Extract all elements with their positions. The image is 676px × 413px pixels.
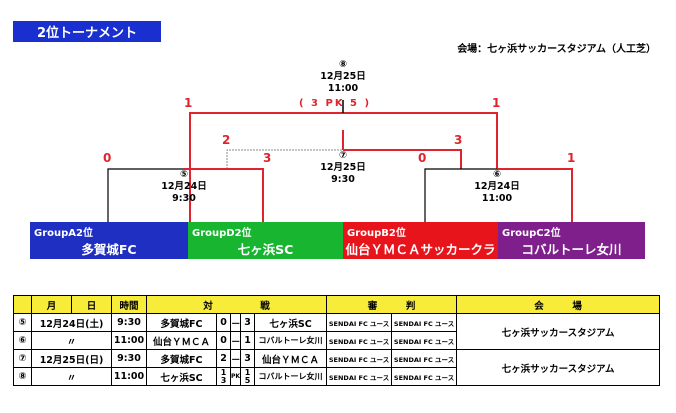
header-ref: 審 判 — [326, 295, 458, 314]
team-box-b2: GroupB2位 仙台ＹＭＣＡサッカークラブ — [343, 222, 498, 276]
semi-right-date: 12月24日 — [474, 181, 520, 192]
semi-mid-date: 12月25日 — [320, 162, 366, 173]
header-time: 時間 — [111, 295, 147, 314]
table-header-row: 月 日 時間 対 戦 審 判 会 場 — [13, 295, 661, 314]
schedule-table: 月 日 時間 対 戦 審 判 会 場 ⑤ 12月24日(土) 9:30 多賀城F… — [13, 295, 661, 386]
semi-left-score-winner: 3 — [263, 151, 272, 165]
final-date: 12月25日 — [320, 71, 366, 82]
team-box-d2: GroupD2位 七ヶ浜SC — [188, 222, 343, 259]
semi-left-node: ⑤ 12月24日 9:30 — [154, 169, 214, 205]
venue-cell: 七ヶ浜サッカースタジアム — [456, 349, 661, 386]
table-row: ⑤ 12月24日(土) 9:30 多賀城FC 0 － 3 七ヶ浜SC SENDA… — [13, 313, 661, 350]
page-title: 2位トーナメント — [13, 21, 161, 42]
semi-left-time: 9:30 — [172, 193, 196, 204]
final-left-line — [189, 112, 343, 222]
semi-right-score-loser: 0 — [418, 151, 427, 165]
semi-right-score-right: 1 — [567, 151, 576, 165]
semi-left-left-line — [107, 168, 184, 222]
header-venue: 会 場 — [456, 295, 661, 314]
team-name: コバルトーレ女川 — [521, 242, 622, 257]
semi-left-right-line — [184, 168, 264, 222]
semi-right-left-line — [424, 168, 497, 222]
semi-mid-number: ⑦ — [338, 150, 348, 161]
team-group-label: GroupD2位 — [192, 228, 252, 239]
semi-mid-score-left: 2 — [222, 133, 231, 147]
final-time: 11:00 — [327, 83, 359, 94]
semi-left-score-left: 0 — [103, 151, 112, 165]
semi-left-date: 12月24日 — [161, 181, 207, 192]
final-pk: ( 3 PK 5 ) — [299, 98, 372, 109]
final-score-left: 1 — [184, 96, 193, 110]
team-name: 多賀城FC — [81, 242, 137, 257]
semi-mid-node: ⑦ 12月25日 9:30 — [313, 150, 373, 186]
venue-line: 会場：七ヶ浜サッカースタジアム（人工芝） — [457, 44, 656, 55]
header-month: 月 — [31, 295, 72, 314]
header-day: 日 — [71, 295, 112, 314]
team-name: 七ヶ浜SC — [237, 242, 294, 257]
team-name: 仙台ＹＭＣＡサッカークラブ — [345, 242, 496, 276]
semi-mid-score-right: 3 — [454, 133, 463, 147]
header-match: 対 戦 — [145, 295, 328, 314]
team-group-label: GroupA2位 — [34, 228, 93, 239]
table-row: ⑦ 12月25日(日) 9:30 多賀城FC 2 － 3 仙台ＹＭＣＡ SEND… — [13, 349, 661, 386]
semi-right-time: 11:00 — [481, 193, 513, 204]
team-box-c2: GroupC2位 コバルトーレ女川 — [498, 222, 645, 259]
final-node: ⑧ 12月25日 11:00 — [313, 59, 373, 95]
semi-mid-left-line — [226, 149, 343, 169]
semi-right-right-line — [497, 168, 573, 222]
final-number: ⑧ — [338, 59, 348, 70]
final-score-right: 1 — [492, 96, 501, 110]
semi-left-number: ⑤ — [179, 169, 189, 180]
semi-mid-time: 9:30 — [331, 174, 355, 185]
team-group-label: GroupC2位 — [502, 228, 561, 239]
final-right-line — [343, 112, 498, 169]
venue-cell: 七ヶ浜サッカースタジアム — [456, 313, 661, 350]
team-group-label: GroupB2位 — [347, 228, 406, 239]
semi-mid-right-line — [343, 149, 462, 169]
team-box-a2: GroupA2位 多賀城FC — [30, 222, 188, 259]
semi-right-number: ⑥ — [492, 169, 502, 180]
semi-right-node: ⑥ 12月24日 11:00 — [467, 169, 527, 205]
